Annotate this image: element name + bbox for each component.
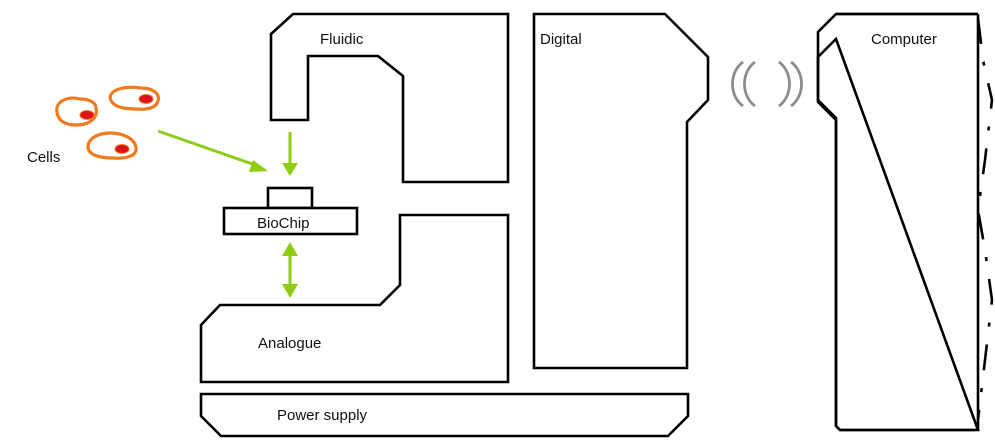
wireless-waves-icon (731, 60, 803, 108)
cells-to-biochip-arrow-icon (157, 129, 268, 172)
cell-icon (86, 131, 138, 160)
power-supply-label: Power supply (277, 407, 368, 424)
computer-torn-edge (976, 17, 994, 421)
biochip-block (222, 206, 359, 236)
computer-block-left (816, 12, 978, 432)
fluidic-block (269, 12, 510, 184)
analogue-label: Analogue (258, 335, 321, 352)
computer-label: Computer (871, 31, 937, 48)
biochip-label: BioChip (257, 215, 310, 232)
digital-block (532, 12, 710, 370)
biochip-analogue-double-arrow-icon (282, 242, 298, 298)
fluidic-label: Fluidic (320, 31, 364, 48)
cell-icon (55, 96, 98, 127)
digital-label: Digital (540, 31, 582, 48)
computer-block (816, 12, 980, 432)
cells-label: Cells (27, 149, 60, 166)
cell-icon (108, 85, 160, 111)
biochip-top-chip (266, 186, 314, 210)
power-supply-block (199, 392, 690, 438)
fluidic-to-biochip-arrow-icon (282, 132, 298, 176)
analogue-block (199, 213, 510, 384)
